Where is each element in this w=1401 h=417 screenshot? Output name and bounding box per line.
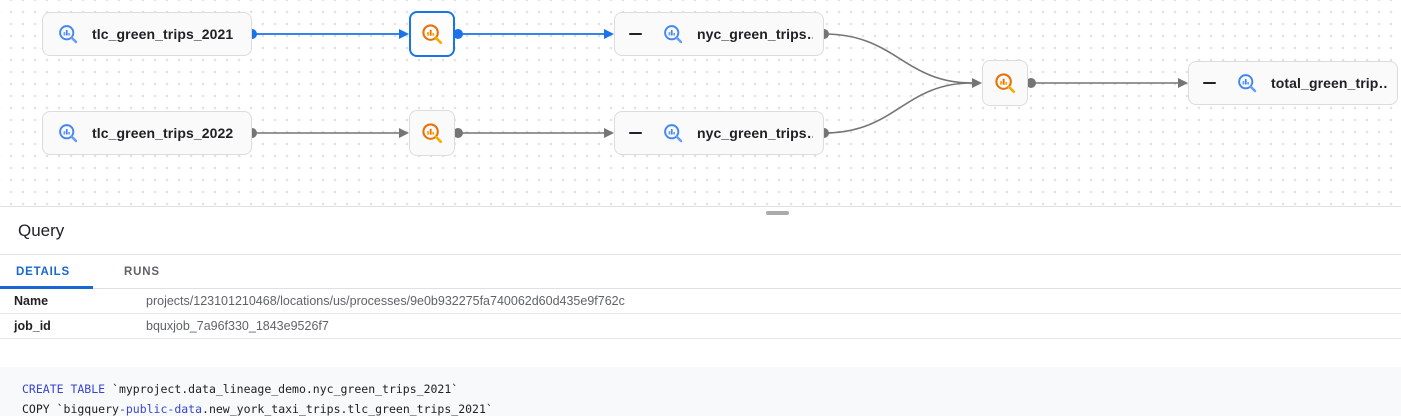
field-row-job-id: job_id bquxjob_7a96f330_1843e9526f7	[0, 314, 1401, 339]
tab-runs[interactable]: RUNS	[124, 265, 160, 278]
bigquery-table-icon	[1238, 74, 1257, 93]
field-label: Name	[14, 294, 49, 308]
lineage-details-panel: Query DETAILS RUNS Name projects/1231012…	[0, 207, 1401, 416]
lineage-graph-canvas[interactable]: tlc_green_trips_2021 tlc_green_trips_202…	[0, 0, 1401, 207]
panel-title: Query	[18, 220, 65, 240]
panel-resize-handle[interactable]	[766, 211, 789, 215]
tab-details[interactable]: DETAILS	[16, 265, 70, 278]
sql-code-block: CREATE TABLE `myproject.data_lineage_dem…	[0, 367, 1401, 416]
sql-text: .new_york_taxi_trips.tlc_green_trips_202…	[202, 401, 493, 416]
process-node-2022[interactable]	[409, 110, 455, 156]
sql-text: `myproject.data_lineage_demo.nyc_green_t…	[105, 382, 459, 396]
panel-header: Query	[0, 207, 1401, 255]
process-node-merge[interactable]	[982, 60, 1028, 106]
table-node-label: tlc_green_trips_2021	[92, 26, 234, 42]
field-value: bquxjob_7a96f330_1843e9526f7	[146, 319, 329, 333]
bigquery-table-icon	[664, 124, 683, 143]
table-node-tlc-green-trips-2022[interactable]: tlc_green_trips_2022	[42, 111, 252, 155]
field-value: projects/123101210468/locations/us/proce…	[146, 294, 625, 308]
panel-tabs: DETAILS RUNS	[0, 255, 1401, 289]
bigquery-process-icon	[422, 24, 443, 45]
sql-line-2: COPY `bigquery-public-data.new_york_taxi…	[22, 400, 1401, 417]
collapse-icon[interactable]	[1203, 82, 1216, 84]
sql-keyword: -public-data	[118, 401, 203, 416]
field-row-name: Name projects/123101210468/locations/us/…	[0, 289, 1401, 314]
bigquery-table-icon	[664, 25, 683, 44]
process-node-selected[interactable]	[409, 11, 455, 57]
collapse-icon[interactable]	[629, 33, 642, 35]
bigquery-process-icon	[995, 73, 1016, 94]
bigquery-table-icon	[59, 124, 78, 143]
table-node-total-green-trips[interactable]: total_green_trip…	[1188, 61, 1398, 105]
table-node-nyc-green-trips-2022[interactable]: nyc_green_trips…	[614, 111, 824, 155]
sql-text: COPY `bigquery	[22, 401, 119, 416]
bigquery-process-icon	[422, 123, 443, 144]
table-node-label: total_green_trip…	[1271, 75, 1387, 91]
bigquery-table-icon	[59, 25, 78, 44]
table-node-label: tlc_green_trips_2022	[92, 125, 234, 141]
table-node-label: nyc_green_trips…	[697, 26, 813, 42]
table-node-tlc-green-trips-2021[interactable]: tlc_green_trips_2021	[42, 12, 252, 56]
sql-keyword: CREATE TABLE	[22, 382, 106, 396]
active-tab-indicator	[0, 286, 93, 289]
collapse-icon[interactable]	[629, 132, 642, 134]
sql-line-1: CREATE TABLE `myproject.data_lineage_dem…	[22, 380, 1401, 400]
table-node-label: nyc_green_trips…	[697, 125, 813, 141]
table-node-nyc-green-trips-2021[interactable]: nyc_green_trips…	[614, 12, 824, 56]
field-label: job_id	[14, 319, 51, 333]
